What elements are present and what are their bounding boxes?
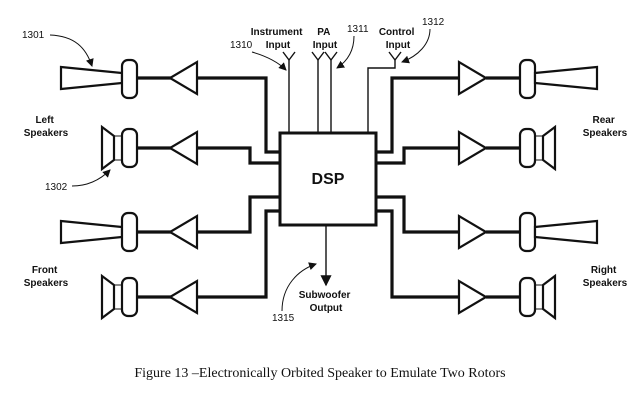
left-speaker-row-4: [100, 273, 199, 321]
horn-speaker-icon: [533, 65, 599, 91]
horn-speaker-icon: [533, 219, 599, 245]
right-speaker-row-1: [457, 58, 599, 100]
cone-speaker-icon: [100, 124, 116, 172]
dsp-block: [278, 131, 378, 227]
amplifier-icon: [167, 60, 199, 96]
amplifier-icon: [167, 130, 199, 166]
pa-input-wires: [311, 51, 338, 133]
ref-1310: 1310: [230, 40, 253, 51]
leader-1301: [49, 34, 94, 67]
driver-capsule-icon: [120, 127, 139, 169]
right-wiring: [376, 76, 459, 299]
control-input-label: Control Input: [379, 27, 417, 51]
horn-speaker-icon: [59, 219, 124, 245]
amplifier-icon: [457, 279, 489, 315]
cone-speaker-icon: [100, 273, 116, 321]
ref-1312: 1312: [422, 17, 445, 28]
left-speaker-row-3: [59, 211, 199, 253]
left-speaker-row-1: [59, 58, 199, 100]
ref-1311: 1311: [347, 24, 369, 35]
leader-1302: [71, 169, 111, 187]
driver-capsule-icon: [518, 276, 537, 318]
ref-1315: 1315: [272, 313, 295, 324]
front-speakers-label: Front Speakers: [24, 265, 69, 289]
leader-1312: [401, 28, 431, 64]
subwoofer-output-label: Subwoofer Output: [299, 290, 353, 314]
left-speaker-row-2: [100, 124, 199, 172]
amplifier-icon: [167, 214, 199, 250]
ref-1301: 1301: [22, 30, 45, 41]
instrument-input-label: Instrument Input: [251, 27, 305, 51]
driver-capsule-icon: [518, 58, 537, 100]
amplifier-icon: [457, 130, 489, 166]
instrument-input-wire: [282, 51, 296, 133]
driver-capsule-icon: [120, 276, 139, 318]
right-speaker-row-3: [457, 211, 599, 253]
leader-1311: [336, 35, 355, 69]
left-speakers-label: Left Speakers: [24, 115, 69, 139]
driver-capsule-icon: [120, 211, 139, 253]
right-speaker-row-2: [457, 124, 557, 172]
rear-speakers-label: Rear Speakers: [583, 115, 628, 139]
right-speakers-label: Right Speakers: [583, 265, 628, 289]
left-wiring: [197, 76, 280, 299]
ref-1302: 1302: [45, 182, 68, 193]
cone-speaker-icon: [541, 273, 557, 321]
cone-speaker-icon: [541, 124, 557, 172]
pa-input-label: PA Input: [313, 27, 338, 51]
amplifier-icon: [457, 214, 489, 250]
driver-capsule-icon: [518, 211, 537, 253]
amplifier-icon: [167, 279, 199, 315]
leader-1310: [251, 51, 287, 71]
figure-caption: Figure 13 –Electronically Orbited Speake…: [134, 366, 505, 381]
dsp-label: DSP: [312, 171, 345, 188]
leader-1315: [281, 262, 317, 312]
driver-capsule-icon: [518, 127, 537, 169]
right-speaker-row-4: [457, 273, 557, 321]
horn-speaker-icon: [59, 65, 124, 91]
driver-capsule-icon: [120, 58, 139, 100]
control-input-wire: [367, 51, 402, 133]
amplifier-icon: [457, 60, 489, 96]
